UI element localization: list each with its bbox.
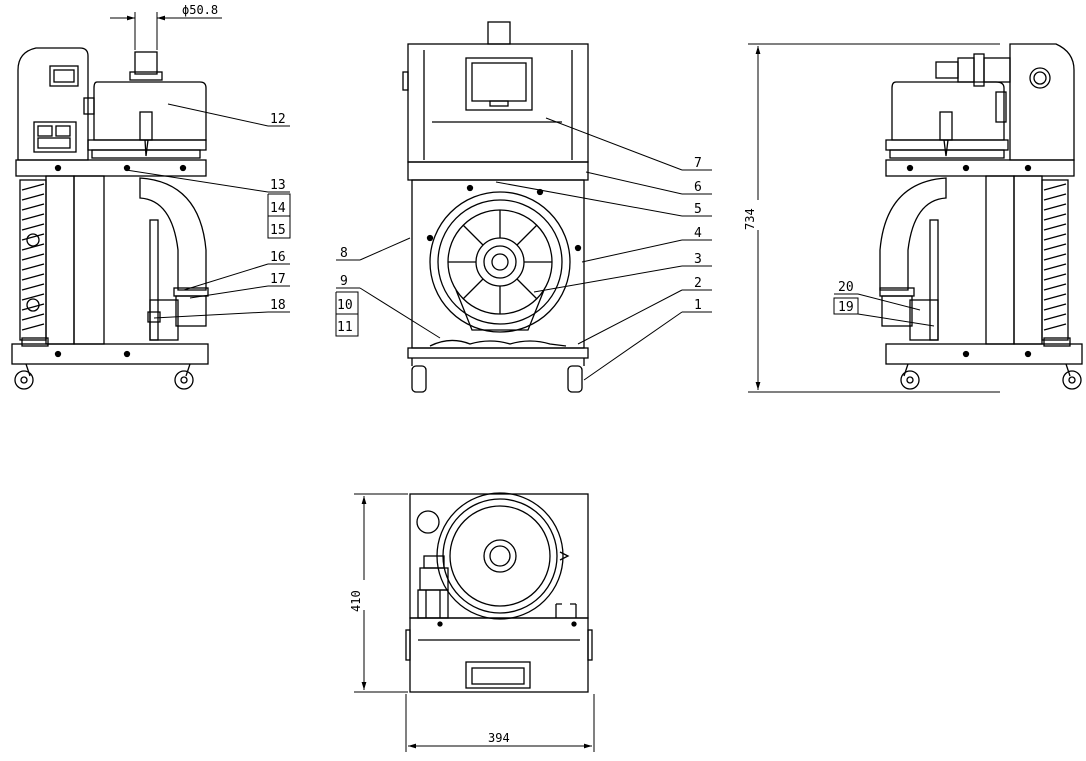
part-label-5: 5 xyxy=(694,202,702,217)
depth-dimension xyxy=(354,493,408,693)
part-label-8: 8 xyxy=(340,246,348,261)
front-view-leaders xyxy=(335,117,712,381)
width-dimension xyxy=(405,694,595,752)
part-label-7: 7 xyxy=(694,156,702,171)
depth-dimension-label: 410 xyxy=(349,590,363,612)
part-label-18: 18 xyxy=(270,298,286,313)
part-label-12: 12 xyxy=(270,112,286,127)
part-label-13: 13 xyxy=(270,178,286,193)
pipe-diameter-dimension xyxy=(110,12,222,50)
front-view xyxy=(402,21,589,393)
part-label-11: 11 xyxy=(337,320,353,335)
pipe-diameter-label: ϕ50.8 xyxy=(182,3,218,17)
part-label-9: 9 xyxy=(340,274,348,289)
height-dimension xyxy=(748,43,1000,393)
top-view xyxy=(405,492,593,693)
part-label-2: 2 xyxy=(694,276,702,291)
part-label-15: 15 xyxy=(270,223,286,238)
height-dimension-label: 734 xyxy=(743,208,757,230)
part-label-16: 16 xyxy=(270,250,286,265)
part-label-10: 10 xyxy=(337,298,353,313)
right-side-view xyxy=(879,43,1083,390)
part-label-3: 3 xyxy=(694,252,702,267)
part-label-19: 19 xyxy=(838,300,854,315)
left-view-leaders xyxy=(125,103,291,319)
part-label-17: 17 xyxy=(270,272,286,287)
left-side-view xyxy=(11,47,209,390)
part-label-6: 6 xyxy=(694,180,702,195)
right-view-leaders xyxy=(833,293,935,327)
part-label-20: 20 xyxy=(838,280,854,295)
part-label-1: 1 xyxy=(694,298,702,313)
part-label-4: 4 xyxy=(694,226,702,241)
part-label-14: 14 xyxy=(270,201,286,216)
width-dimension-label: 394 xyxy=(488,731,510,745)
